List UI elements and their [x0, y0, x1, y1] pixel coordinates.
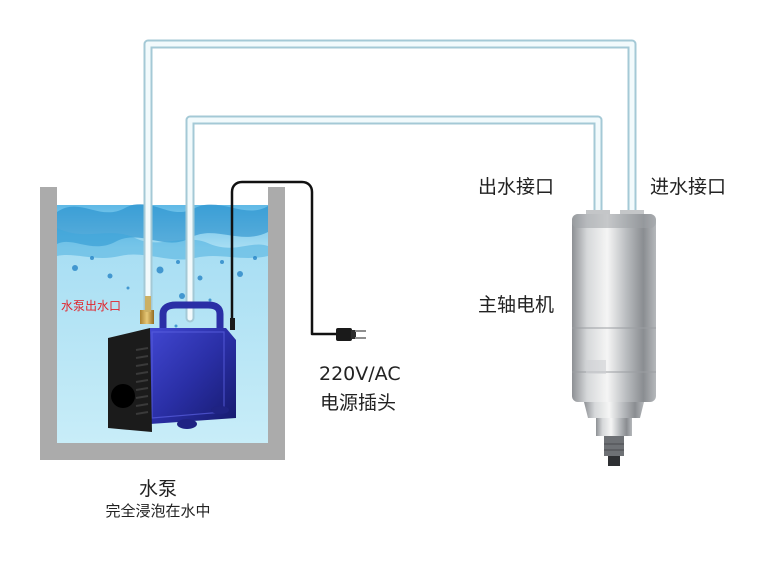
spindle-motor-label: 主轴电机 [478, 294, 555, 316]
pump-vents [135, 347, 149, 415]
pump-body [150, 328, 236, 424]
pump-handle [159, 301, 224, 334]
pump-label: 水泵 [138, 478, 177, 500]
power-cable [230, 180, 338, 336]
power-plug-label: 电源插头 [320, 392, 397, 414]
power-plug-icon [336, 328, 366, 341]
pump-outlet-label: 水泵出水口 [61, 299, 122, 313]
spindle-motor-icon [572, 210, 656, 466]
pump-note-label: 完全浸泡在水中 [105, 502, 211, 520]
water-wave-lower [57, 228, 268, 260]
return-pipe [145, 41, 635, 321]
water-pump-icon [108, 296, 236, 432]
spindle-body [572, 214, 656, 402]
coolant-pipes [143, 39, 637, 323]
outlet-port-label: 出水接口 [478, 176, 555, 198]
spindle-collet [604, 436, 624, 456]
spindle-nose [584, 402, 644, 418]
inlet-port-label: 进水接口 [650, 176, 727, 198]
pump-intake [111, 384, 135, 408]
water-wave [57, 203, 268, 247]
supply-pipe [187, 117, 601, 321]
power-voltage-label: 220V/AC [319, 363, 401, 385]
pump-outlet-fitting [140, 310, 154, 324]
